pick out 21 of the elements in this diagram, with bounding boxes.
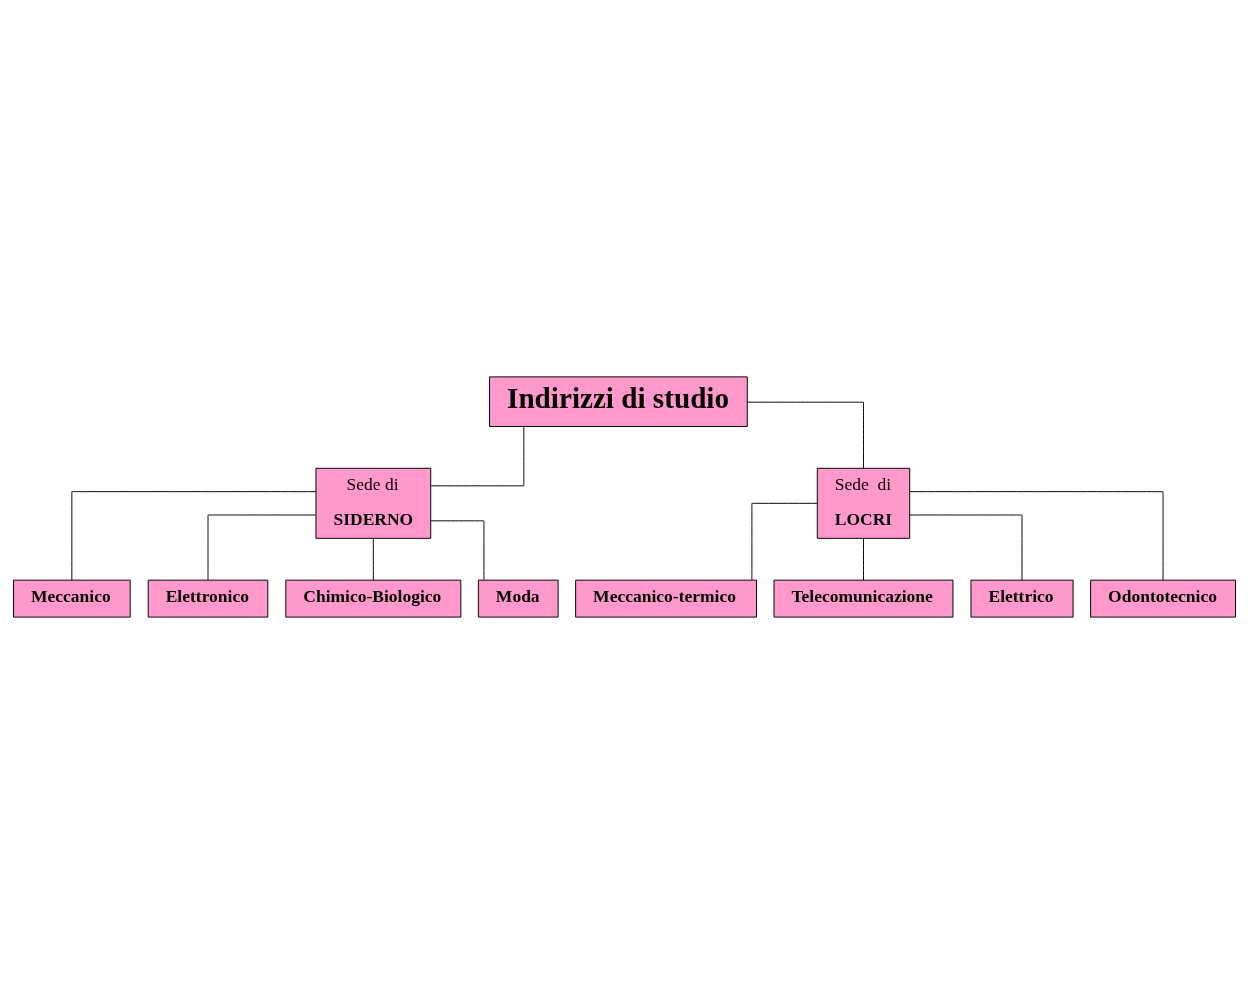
node-box: Meccanico <box>13 579 131 618</box>
node-box: Elettrico <box>970 579 1074 618</box>
node-box: Moda <box>477 579 559 618</box>
node-box: Elettronico <box>147 579 269 618</box>
node-box: Meccanico-termico <box>575 579 757 618</box>
connector <box>746 401 864 469</box>
connector <box>71 490 317 580</box>
connector <box>430 425 525 486</box>
node-box: Sede di LOCRI <box>816 467 911 539</box>
connector <box>207 514 316 581</box>
connector <box>909 514 1023 581</box>
node-box: Chimico-Biologico <box>285 579 462 618</box>
connector <box>909 490 1164 580</box>
node-box: Indirizzi di studio <box>489 375 748 427</box>
connector <box>372 537 374 581</box>
connector <box>863 537 864 581</box>
node-box: Sede di SIDERNO <box>315 467 432 539</box>
connector <box>430 519 485 580</box>
node-box: Telecomunicazione <box>773 579 954 618</box>
node-box: Odontotecnico <box>1090 579 1236 618</box>
connector <box>751 502 818 580</box>
